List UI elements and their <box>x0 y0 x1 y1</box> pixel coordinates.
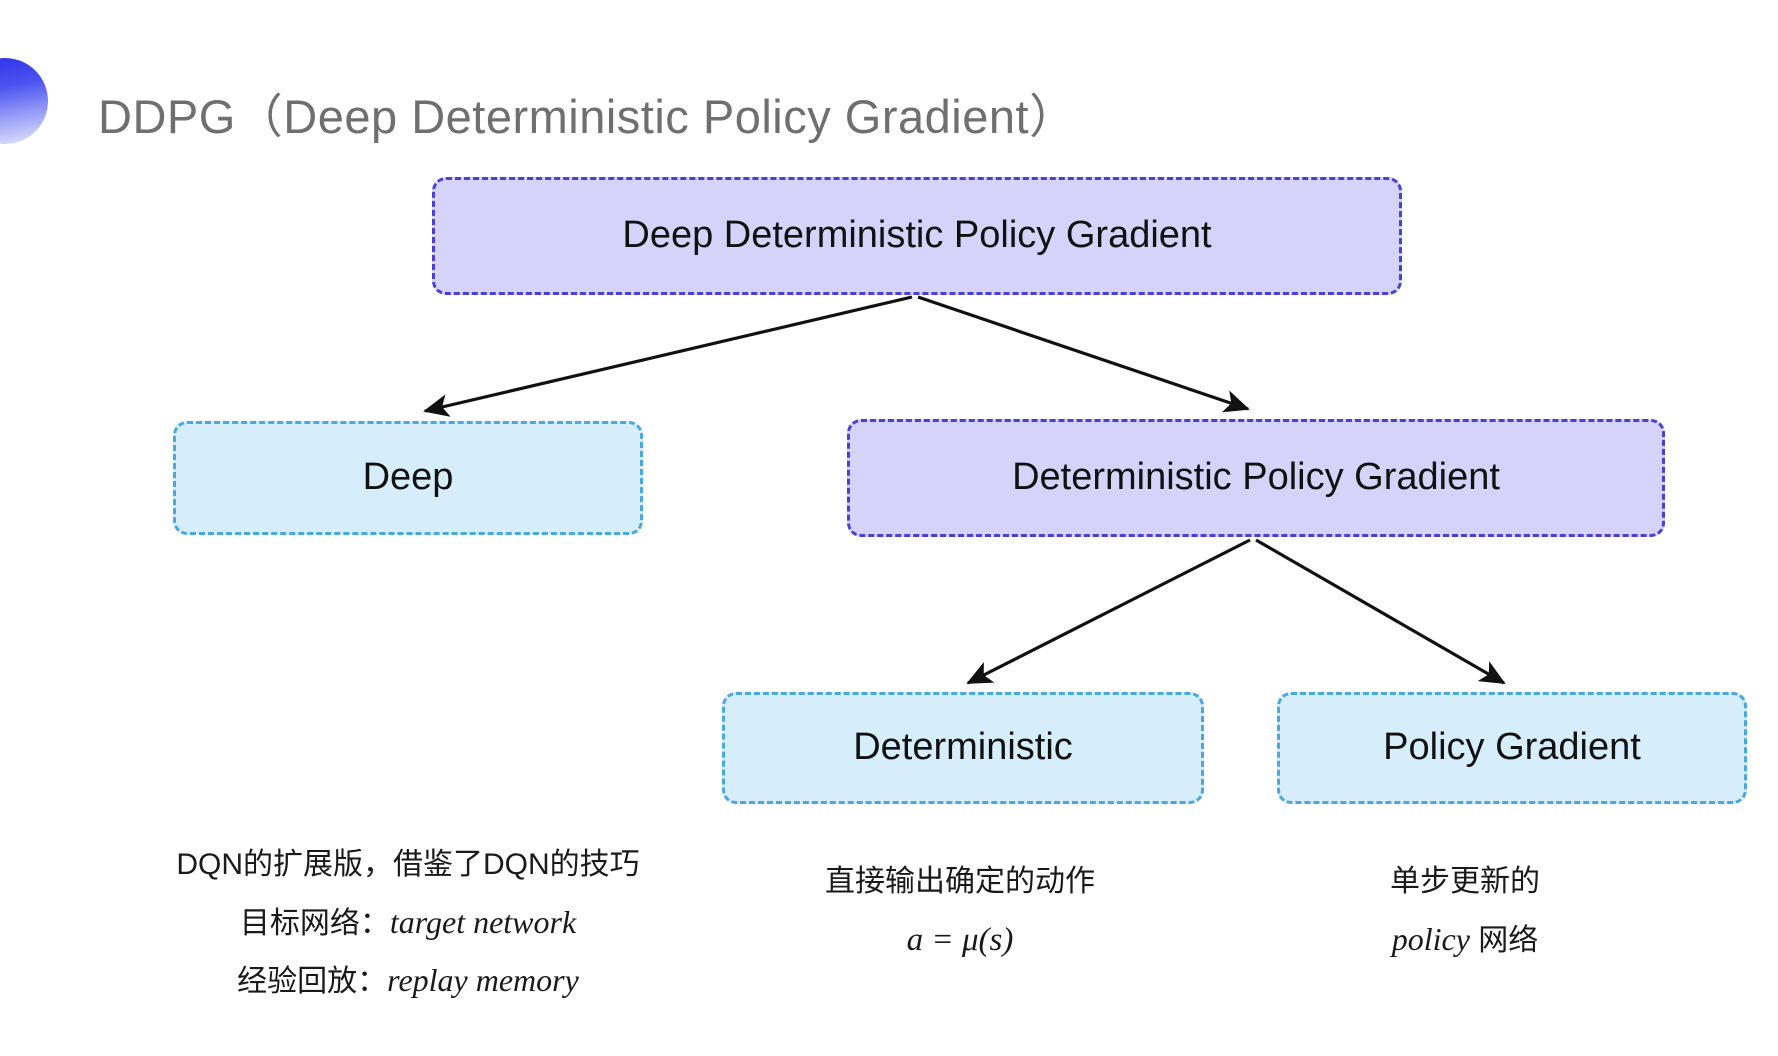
annotation-policy-gradient-term: policy <box>1391 920 1470 957</box>
annotation-deep-line3-term: replay memory <box>387 962 579 999</box>
title-decoration-icon <box>0 58 48 144</box>
annotation-deep: DQN的扩展版，借鉴了DQN的技巧 目标网络：target network 经验… <box>148 838 668 1010</box>
annotation-deep-line3-label: 经验回放： <box>237 965 388 999</box>
node-deep[interactable]: Deep <box>173 421 643 535</box>
node-policy-gradient[interactable]: Policy Gradient <box>1277 692 1747 804</box>
annotation-policy-gradient-line2: policy 网络 <box>1300 910 1630 969</box>
node-deterministic-policy-gradient[interactable]: Deterministic Policy Gradient <box>847 419 1665 537</box>
annotation-deterministic-formula: a = μ(s) <box>906 921 1014 958</box>
annotation-deep-line3: 经验回放：replay memory <box>148 951 668 1010</box>
edge-root-to-deep <box>423 295 913 417</box>
annotation-policy-gradient-suffix: 网络 <box>1469 923 1539 957</box>
page-title: DDPG（Deep Deterministic Policy Gradient） <box>98 90 1077 143</box>
annotation-deterministic-line1: 直接输出确定的动作 <box>825 865 1095 898</box>
annotation-deep-line2-term: target network <box>389 903 577 940</box>
annotation-deep-line2: 目标网络：target network <box>148 893 668 952</box>
edge-dpg-to-deterministic <box>966 538 1251 685</box>
annotation-deterministic: 直接输出确定的动作 a = μ(s) <box>700 855 1220 970</box>
annotation-policy-gradient: 单步更新的 policy 网络 <box>1300 855 1630 968</box>
node-deterministic[interactable]: Deterministic <box>722 692 1204 804</box>
node-deep-deterministic-policy-gradient[interactable]: Deep Deterministic Policy Gradient <box>432 177 1402 295</box>
annotation-deep-line2-label: 目标网络： <box>239 906 390 940</box>
annotation-policy-gradient-line1: 单步更新的 <box>1390 865 1540 898</box>
edge-dpg-to-policy-gradient <box>1255 538 1506 685</box>
edge-root-to-dpg <box>917 295 1250 413</box>
annotation-deep-line1: DQN的扩展版，借鉴了DQN的技巧 <box>176 848 640 881</box>
